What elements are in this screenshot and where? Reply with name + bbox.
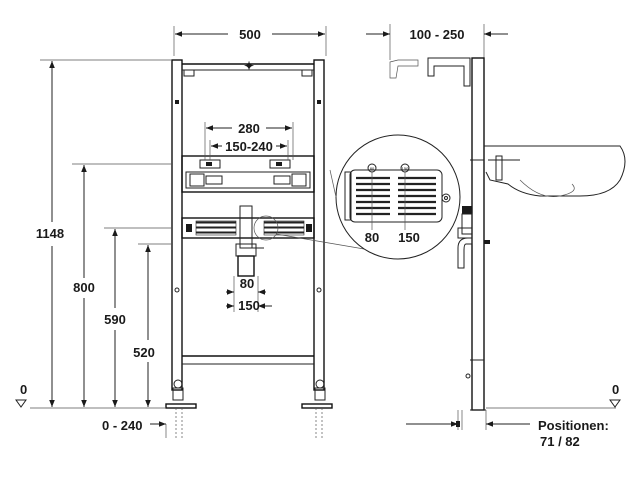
detail-80-label: 80 bbox=[365, 230, 379, 245]
top-center-mark: ✦ bbox=[244, 59, 254, 73]
side-post bbox=[471, 57, 485, 411]
drain-fitting bbox=[235, 205, 371, 277]
zero-level-right-label: 0 bbox=[612, 382, 619, 397]
washbasin bbox=[484, 145, 626, 197]
height-520-dimension: 520 bbox=[133, 345, 155, 360]
spacing-280-dimension: 280 bbox=[238, 121, 260, 136]
lower-mounting-plate bbox=[181, 217, 315, 239]
detail-slots bbox=[356, 176, 436, 216]
front-view: ✦ bbox=[15, 26, 371, 440]
spacing-150-240-dimension: 150-240 bbox=[225, 139, 273, 154]
left-post bbox=[171, 59, 183, 391]
adjustable-bracket bbox=[389, 59, 419, 79]
depth-dimension: 100 - 250 bbox=[410, 27, 465, 42]
detail-150-label: 150 bbox=[398, 230, 420, 245]
right-post bbox=[313, 59, 325, 391]
zero-level-left-icon bbox=[15, 399, 27, 408]
detail-view: 80 150 80 150 bbox=[329, 134, 461, 260]
side-view: 100 - 250 Positionen: 71 / 82 bbox=[366, 24, 626, 449]
right-foot bbox=[301, 379, 333, 440]
height-800-dimension: 800 bbox=[73, 280, 95, 295]
zero-level-left-label: 0 bbox=[20, 382, 27, 397]
positions-value: 71 / 82 bbox=[540, 434, 580, 449]
zero-level-right-icon bbox=[609, 399, 621, 408]
drain-bend bbox=[457, 237, 473, 269]
height-590-dimension: 590 bbox=[104, 312, 126, 327]
width-dimension: 500 bbox=[239, 27, 261, 42]
positions-label: Positionen: bbox=[538, 418, 609, 433]
upper-mounting-plate bbox=[181, 155, 315, 193]
spacing-150-dimension: 150 bbox=[238, 298, 260, 313]
height-1148-dimension: 1148 bbox=[36, 226, 64, 241]
detail-mark-150: 150 bbox=[402, 166, 409, 171]
foot-range-dimension: 0 - 240 bbox=[102, 418, 142, 433]
spacing-80-dimension: 80 bbox=[240, 276, 254, 291]
wall-bracket bbox=[427, 57, 471, 87]
detail-mark-80: 80 bbox=[370, 166, 375, 171]
left-foot bbox=[165, 379, 197, 440]
